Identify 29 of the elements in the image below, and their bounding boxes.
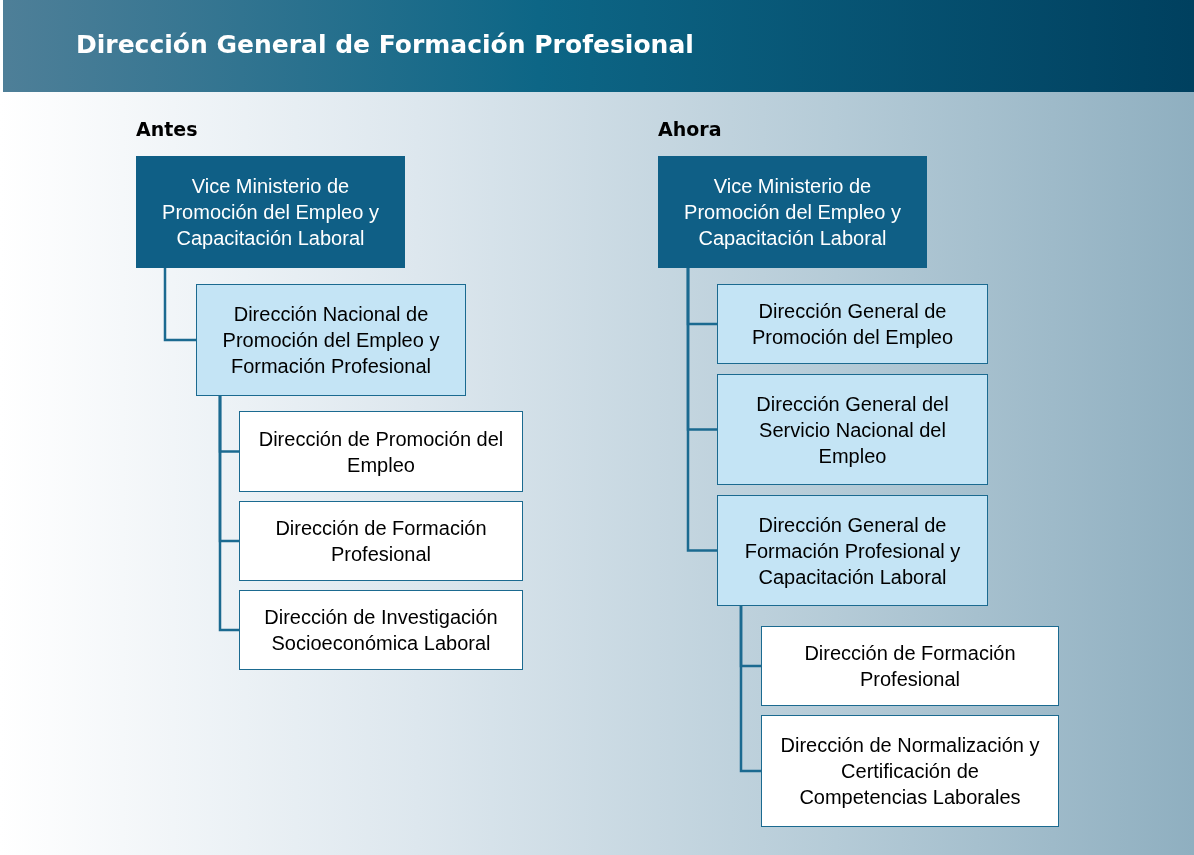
office-box [761, 715, 1059, 827]
unit-name: Dirección de Promoción del Empleo [257, 426, 505, 478]
directorate-box [717, 284, 988, 364]
column-heading: Ahora [658, 118, 722, 140]
office-box [239, 590, 523, 670]
ministry-box [136, 156, 405, 268]
office-box [239, 501, 523, 581]
connector-line [686, 268, 717, 552]
column-heading: Antes [136, 118, 198, 140]
unit-name: Dirección de Investigación Socioeconómica Laboral [263, 605, 499, 656]
unit-name: Vice Ministerio de Promoción del Empleo y Capacitación Laboral [683, 174, 902, 251]
unit-name: Dirección General del Servicio Nacional del Empleo [755, 391, 950, 469]
unit-name: Dirección General de Formación Profesional y Capacitación Laboral [743, 512, 962, 590]
connector-line [739, 606, 761, 773]
unit-name: Dirección de Formación Profesional [274, 516, 488, 567]
unit-name: Dirección de Formación Profesional [803, 641, 1017, 692]
connector-line [163, 268, 196, 342]
unit-name: Dirección General de Promoción del Empleo [750, 299, 955, 350]
directorate-box [717, 495, 988, 606]
unit-name: Vice Ministerio de Promoción del Empleo y Capacitación Laboral [161, 174, 380, 251]
directorate-box [196, 284, 466, 396]
ministry-box [658, 156, 927, 268]
directorate-box [717, 374, 988, 485]
office-box [761, 626, 1059, 706]
unit-name: Dirección de Normalización y Certificación de Competencias Laborales [779, 733, 1041, 810]
connector-line [218, 396, 239, 632]
header-title: Dirección General de Formación Profesional [76, 30, 694, 59]
office-box [239, 411, 523, 492]
unit-name: Dirección Nacional de Promoción del Empleo y Formación Profesional [221, 302, 441, 379]
